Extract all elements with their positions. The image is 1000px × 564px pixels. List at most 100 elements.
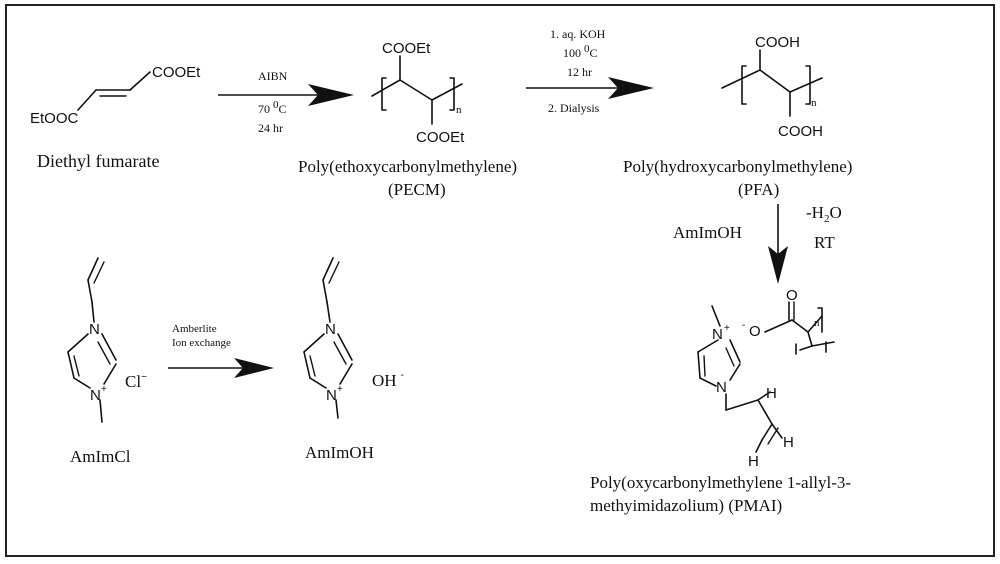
condition-temperature: 70 0C — [258, 99, 287, 116]
h-top-atom: H — [766, 385, 777, 402]
compound-name-amimoh: AmImOH — [305, 443, 374, 462]
condition-temperature: 100 0C — [563, 43, 598, 60]
ring-bond — [67, 333, 89, 353]
ring-double-inner — [97, 341, 111, 365]
ring-bond — [303, 333, 325, 353]
bracket-right — [449, 77, 455, 111]
o-charge: - — [742, 320, 745, 331]
temp-value: 100 — [563, 46, 584, 60]
ring-bond — [73, 377, 91, 389]
ring-bond — [339, 363, 353, 385]
allyl-bond — [87, 279, 93, 303]
temp-value: 70 — [258, 102, 273, 116]
compound-name-pecm: Poly(ethoxycarbonylmethylene) — [298, 157, 517, 176]
allyl-bond — [757, 399, 773, 425]
bracket-left — [381, 77, 387, 111]
reagent-ion-exchange: Ion exchange — [172, 337, 231, 349]
ring-double-inner — [703, 355, 706, 377]
bracket-right — [805, 65, 811, 105]
water-prefix: -H — [806, 203, 824, 222]
water-subscript: 2 — [824, 213, 830, 225]
reaction-arrow-1: AIBN 70 0C 24 hr — [218, 69, 354, 135]
arrow-head — [308, 84, 354, 106]
h-mid-atom: H — [783, 434, 794, 451]
ring-bond — [699, 377, 717, 387]
amimcl-structure: N N + Cl− — [67, 257, 147, 423]
repeat-n: n — [456, 104, 462, 116]
carboxylate-bond — [764, 319, 793, 333]
temp-degree: 0 — [273, 99, 279, 111]
ring-bond — [101, 333, 117, 361]
methyl-bond — [711, 305, 721, 327]
acid-top-label: COOH — [755, 34, 800, 51]
ring-bond — [697, 351, 701, 379]
byproduct-water: -H2O — [806, 203, 842, 225]
ester-top-label: COOEt — [382, 40, 431, 57]
o-anion-atom: O — [749, 323, 761, 340]
figure-border — [5, 4, 995, 557]
water-suffix: O — [829, 203, 841, 222]
reagent-koh: 1. aq. KOH — [550, 27, 606, 41]
compound-name-pmai-line1: Poly(oxycarbonylmethylene 1-allyl-3- — [590, 473, 851, 492]
reagent-amberlite: Amberlite — [172, 323, 217, 335]
bond — [129, 71, 151, 91]
temp-degree: 0 — [584, 43, 590, 55]
acid-bottom-label: COOH — [778, 123, 823, 140]
bond — [399, 79, 433, 101]
ring-bond — [309, 377, 327, 389]
bracket-left — [741, 65, 747, 105]
ring-double-inner — [309, 355, 316, 377]
n1-atom: N — [89, 321, 100, 338]
step-dialysis: 2. Dialysis — [548, 101, 600, 115]
compound-abbr-pecm: (PECM) — [388, 180, 446, 199]
ring-bond — [697, 339, 719, 353]
anion-charge: - — [401, 370, 404, 381]
ester-bottom-label: COOEt — [416, 129, 465, 146]
methyl-bond — [99, 399, 103, 423]
reagent-amimoh: AmImOH — [673, 223, 742, 242]
repeat-n: n — [811, 97, 817, 109]
n-plus-charge: + — [337, 384, 343, 395]
arrow-head — [608, 77, 654, 99]
temp-unit: C — [279, 102, 287, 116]
ester-top-label: COOEt — [152, 64, 201, 81]
ring-bond — [729, 363, 741, 381]
allyl-bond — [87, 257, 99, 281]
bond — [721, 69, 761, 89]
bracket-right — [817, 307, 823, 333]
ring-double-inner — [725, 347, 735, 367]
anion-symbol: OH — [372, 371, 397, 390]
n3-atom: N — [326, 387, 337, 404]
ring-bond — [729, 339, 741, 363]
bond — [759, 69, 791, 93]
allyl-bond — [771, 423, 783, 439]
bond — [371, 79, 401, 97]
ring-double-inner — [73, 355, 80, 377]
n-top-atom: N — [712, 326, 723, 343]
compound-abbr-pfa: (PFA) — [738, 180, 779, 199]
reaction-arrow-4: Amberlite Ion exchange — [168, 323, 274, 378]
ring-double-inner — [333, 341, 347, 365]
compound-name-amimcl: AmImCl — [70, 447, 131, 466]
bond — [789, 77, 823, 93]
condition-time: 12 hr — [567, 65, 592, 79]
n-bottom-atom: N — [716, 379, 727, 396]
h-bottom-atom: H — [748, 453, 759, 470]
reagent-aibn: AIBN — [258, 69, 288, 83]
arrow-head — [768, 246, 788, 284]
ring-bond — [337, 333, 353, 361]
ring-bond — [303, 351, 311, 379]
compound-name-pmai-line2: methyimidazolium) (PMAI) — [590, 496, 782, 515]
n3-atom: N — [90, 387, 101, 404]
n-plus-charge: + — [101, 384, 107, 395]
backbone-bond — [811, 341, 835, 347]
ester-bottom-label: EtOOC — [30, 110, 79, 127]
pecm-structure: COOEt COOEt n — [371, 40, 465, 146]
backbone-bond — [807, 315, 823, 333]
anion-chloride: Cl− — [125, 372, 147, 391]
condition-time: 24 hr — [258, 121, 283, 135]
allyl-bond — [326, 301, 331, 323]
bond — [77, 89, 97, 111]
bond — [791, 319, 809, 333]
